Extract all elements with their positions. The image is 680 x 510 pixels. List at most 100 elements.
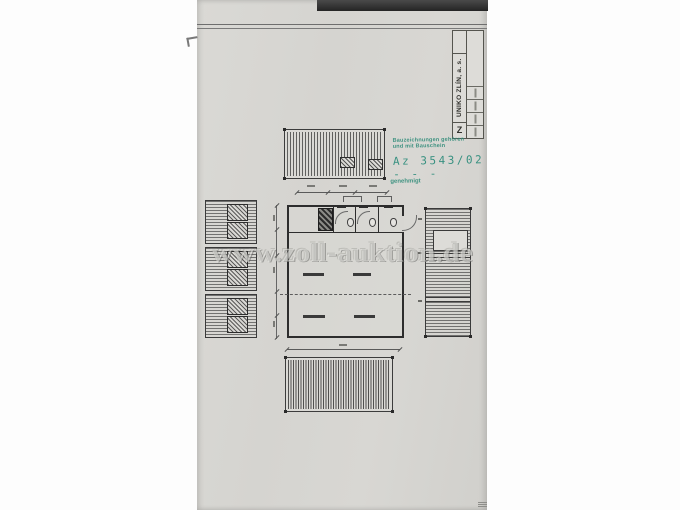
- table-edge: [317, 0, 488, 11]
- dimension-tick: [294, 190, 300, 195]
- elevation-window: [227, 251, 248, 268]
- module-joint-line: [426, 253, 470, 258]
- corner-mark: [424, 335, 427, 338]
- illegible-text-bar: [474, 114, 476, 124]
- title-block-field-row: [467, 112, 483, 125]
- dimension-tick: [274, 335, 280, 340]
- toilet-symbol: [369, 218, 376, 227]
- dimension-tick: [352, 190, 358, 195]
- dimension-number: [369, 185, 377, 187]
- stamp-case-number: Az 3543/02 - - -: [392, 153, 485, 181]
- dimension-line: [294, 184, 390, 195]
- dimension-tick: [274, 203, 280, 208]
- company-name: UNIKO ZLÍN, a. s.: [456, 58, 463, 118]
- dimension-number: [418, 218, 422, 220]
- dimension-number: [339, 185, 347, 187]
- illegible-text-bar: [474, 88, 476, 98]
- company-logo: Z: [453, 122, 466, 138]
- dimension-tick: [274, 313, 280, 318]
- corner-mark: [391, 410, 394, 413]
- toilet-symbol: [347, 218, 354, 227]
- watermark: www.zoll-auktion.de: [211, 237, 473, 268]
- vertical-dimension-chain: [273, 203, 280, 340]
- entrance-door-swing-arc: [402, 215, 417, 231]
- door-swing-arc: [357, 211, 370, 224]
- dimension-number: [307, 185, 315, 187]
- workbench-symbol: [353, 273, 371, 276]
- title-block-name-column: UNIKO ZLÍN, a. s. Z: [453, 31, 467, 138]
- toilet-symbol: [390, 218, 397, 227]
- dimension-tick: [384, 190, 390, 195]
- dimension-number: [273, 321, 275, 327]
- elevation-window: [227, 269, 248, 286]
- wall-hatching: [288, 360, 390, 409]
- floor-plan: [273, 203, 417, 352]
- dimension-tick: [397, 347, 403, 352]
- title-block-field-row: [467, 125, 483, 138]
- front-elevation: [283, 128, 386, 180]
- corner-mark: [469, 335, 472, 338]
- partition-wall: [333, 207, 334, 232]
- title-block-field-row: [467, 99, 483, 112]
- corner-mark: [283, 128, 286, 131]
- dimension-tick: [274, 227, 280, 232]
- wall-hatching: [287, 132, 382, 176]
- elevation-module: [205, 294, 257, 338]
- sanitary-room-strip: [289, 205, 402, 233]
- axis-centerline: [280, 294, 411, 295]
- title-block-field-row: [467, 86, 483, 99]
- elevation-module: [205, 247, 257, 291]
- pen-mark: [186, 36, 199, 47]
- title-block-fields: [467, 31, 483, 138]
- detail-bracket: [377, 196, 392, 202]
- workbench-symbol: [354, 315, 375, 318]
- paper-sheet: UNIKO ZLÍN, a. s. Z Bauzeichnungen gehör…: [197, 0, 487, 510]
- illegible-text-bar: [474, 101, 476, 111]
- corner-mark: [469, 207, 472, 210]
- corner-mark: [284, 356, 287, 359]
- corner-mark: [383, 177, 386, 180]
- stamp-text-line2: und mit Bauschein: [392, 142, 446, 150]
- door-swing-arc: [335, 211, 348, 224]
- right-elevation: [424, 207, 472, 338]
- stamp-approved-label: genehmigt: [390, 178, 421, 185]
- dimension-tick: [274, 289, 280, 294]
- elevation-module: [205, 200, 257, 244]
- stair-block-symbol: [318, 208, 333, 231]
- window-mark: [337, 205, 346, 208]
- dimension-tick: [284, 347, 290, 352]
- window-mark: [384, 205, 393, 208]
- title-block-empty-cell: [453, 31, 466, 54]
- detail-bracket: [343, 196, 362, 202]
- elevation-door: [433, 230, 468, 251]
- dimension-number: [273, 215, 275, 221]
- corner-mark: [383, 128, 386, 131]
- drawing-border-line: [197, 24, 487, 29]
- module-joint-line: [426, 297, 470, 302]
- elevation-window: [227, 204, 248, 221]
- dimension-number: [339, 344, 347, 346]
- corner-mark: [284, 410, 287, 413]
- paper-edge-mark: [478, 502, 487, 508]
- left-elevation-stack: [205, 200, 257, 338]
- window-mark: [359, 205, 368, 208]
- partition-wall: [378, 207, 379, 232]
- dimension-number: [418, 300, 422, 302]
- elevation-window: [340, 157, 355, 168]
- partition-wall: [355, 207, 356, 232]
- corner-mark: [283, 177, 286, 180]
- workbench-symbol: [303, 315, 325, 318]
- title-block: UNIKO ZLÍN, a. s. Z: [452, 30, 484, 139]
- elevation-window: [227, 222, 248, 239]
- workbench-symbol: [303, 273, 324, 276]
- elevation-window: [227, 298, 248, 315]
- elevation-window: [368, 159, 383, 170]
- rear-elevation: [284, 356, 394, 413]
- elevation-window: [227, 316, 248, 333]
- dimension-number: [418, 252, 422, 254]
- approval-stamp: Bauzeichnungen gehören und mit Bauschein…: [390, 136, 489, 193]
- illegible-text-bar: [474, 127, 476, 137]
- corner-mark: [391, 356, 394, 359]
- overall-dimension-line: [284, 341, 403, 352]
